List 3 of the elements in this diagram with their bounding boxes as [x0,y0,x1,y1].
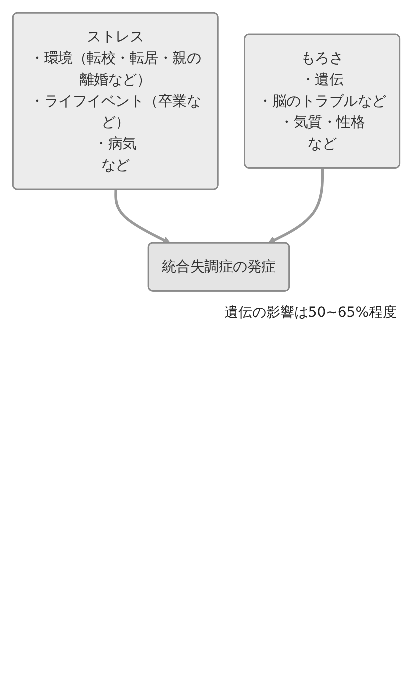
note-text: 遺伝の影響は50~65%程度 [223,304,397,322]
arrow [114,190,171,244]
arrow [268,168,324,244]
